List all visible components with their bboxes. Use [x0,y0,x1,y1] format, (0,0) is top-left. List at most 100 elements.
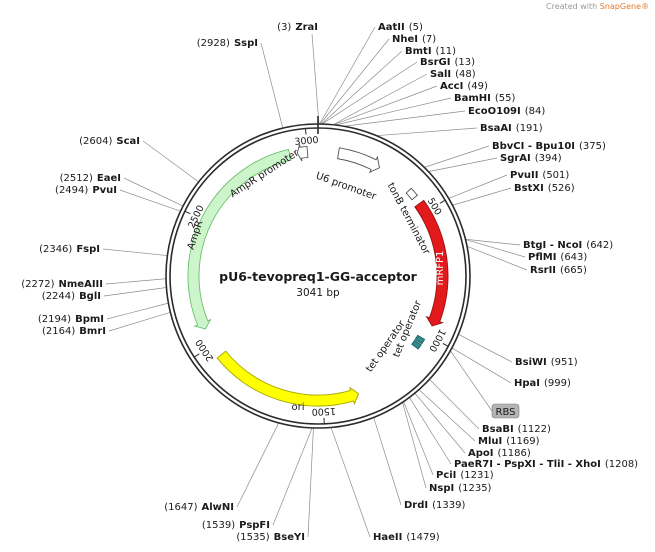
site-pos-bmti: (11) [436,46,457,57]
tet-operator-2-feature[interactable] [411,339,422,350]
site-name-pvui[interactable]: PvuI [92,185,117,196]
site-name-bsaai[interactable]: BsaAI [480,123,512,134]
site-pos-bsrgi: (13) [454,57,475,68]
site-leaders [102,26,528,538]
site-name-alwni[interactable]: AlwNI [202,502,235,513]
site-leader-bsaai [376,127,478,137]
site-name-bseyi[interactable]: BseYI [274,532,305,543]
site-leader-bamhi [335,97,452,126]
site-leader-hpai [451,347,512,384]
site-pos-bseyi: (1535) [236,532,269,543]
site-name-bstxi[interactable]: BstXI [514,183,544,194]
site-pos-btgi-ncoi: (642) [586,240,613,251]
rbs-badge[interactable] [491,403,520,419]
site-name-nhei[interactable]: NheI [392,34,418,45]
tonb-terminator-feature[interactable] [405,187,418,201]
site-leader-scai [142,140,199,183]
site-name-nspi[interactable]: NspI [429,483,454,494]
site-name-bsiwi[interactable]: BsiWI [515,357,547,368]
site-leader-pvui [119,189,181,212]
site-leader-bsiwi [458,334,513,363]
site-name-rsrii[interactable]: RsrII [530,265,556,276]
site-pos-bsaai: (191) [516,123,543,134]
site-name-bamhi[interactable]: BamHI [454,93,491,104]
site-leader-pspfi [272,427,313,526]
site-leader-drdi [373,417,402,506]
site-name-btgi-ncoi[interactable]: BtgI - NcoI [523,240,582,251]
site-leader-bsrgi [321,61,418,125]
ruler-tick-1000 [442,343,449,347]
site-name-nmeaiii[interactable]: NmeAIII [59,279,103,290]
ruler-tick-500 [439,199,446,204]
site-name-pspfi[interactable]: PspFI [239,520,270,531]
site-pos-mlui: (1169) [506,436,539,447]
site-leader-bstxi [452,187,512,206]
site-pos-paer7i-pspxi-tlii-xhoi: (1208) [605,459,638,470]
site-leader-zrai [311,33,320,125]
site-name-bpmi[interactable]: BpmI [75,314,104,325]
site-name-scai[interactable]: ScaI [116,136,140,147]
site-name-pcii[interactable]: PciI [436,470,456,481]
site-pos-pvuii: (501) [542,170,569,181]
site-labels: ZraI(3)AatII(5)NheI(7)BmtI(11)BsrGI(13)S… [21,22,638,543]
site-pos-eaei: (2512) [60,173,93,184]
site-pos-bmri: (2164) [42,326,75,337]
site-pos-pspfi: (1539) [202,520,235,531]
site-name-hpai[interactable]: HpaI [514,378,540,389]
site-name-zrai[interactable]: ZraI [295,22,318,33]
site-pos-fspi: (2346) [39,244,72,255]
mrfp1-feature[interactable] [414,199,449,327]
site-pos-aatii: (5) [409,22,423,33]
site-name-bbvci-bpu10i[interactable]: BbvCI - Bpu10I [492,141,575,152]
site-name-ecoo109i[interactable]: EcoO109I [468,106,521,117]
site-name-aatii[interactable]: AatII [378,22,405,33]
site-leader-pcii [403,401,434,476]
rbs-label: RBS [496,407,516,418]
mrfp1-label: mRFP1 [435,251,446,286]
site-name-acci[interactable]: AccI [440,81,463,92]
site-pos-scai: (2604) [79,136,112,147]
ruler-tick-label: 1500 [311,405,336,417]
site-pos-drdi: (1339) [432,500,465,511]
site-name-bmri[interactable]: BmrI [79,326,106,337]
site-leader-btgi-ncoi [465,238,521,246]
site-leader-bseyi [307,427,314,538]
u6-promoter-feature[interactable] [337,147,380,174]
site-name-apoi[interactable]: ApoI [468,448,494,459]
site-pos-bsiwi: (951) [551,357,578,368]
site-name-haeii[interactable]: HaeII [373,532,402,543]
site-name-pvuii[interactable]: PvuII [510,170,538,181]
site-leader-sali [332,73,428,126]
site-name-drdi[interactable]: DrdI [404,500,428,511]
ruler-tick-label: 1000 [426,327,447,354]
site-pos-bgli: (2244) [42,291,75,302]
site-name-bmti[interactable]: BmtI [405,46,432,57]
site-pos-rsrii: (665) [560,265,587,276]
feature-arrows [187,144,449,407]
site-name-fspi[interactable]: FspI [76,244,100,255]
site-pos-acci: (49) [467,81,488,92]
tet-operator-1-feature[interactable] [414,334,426,345]
u6-promoter-label: U6 promoter [314,171,378,203]
site-leader-pvuii [448,174,508,199]
site-name-bgli[interactable]: BglI [79,291,101,302]
site-name-sspi[interactable]: SspI [234,38,258,49]
site-name-sali[interactable]: SalI [430,69,451,80]
site-name-pflmi[interactable]: PflMI [528,252,556,263]
site-name-eaei[interactable]: EaeI [97,173,121,184]
site-pos-nmeaiii: (2272) [21,279,54,290]
site-leader-pflmi [465,239,526,258]
ori-feature[interactable] [216,350,360,407]
site-name-bsrgi[interactable]: BsrGI [420,57,450,68]
site-name-mlui[interactable]: MluI [478,436,502,447]
site-leader-bgli [103,287,167,297]
site-name-bsabi[interactable]: BsaBI [482,424,514,435]
ampr-feature[interactable] [187,148,292,330]
watermark: Created with SnapGene® [546,2,649,11]
site-name-sgrai[interactable]: SgrAI [500,153,531,164]
site-name-paer7i-pspxi-tlii-xhoi[interactable]: PaeR7I - PspXI - TliI - XhoI [454,459,601,470]
rbs-leader [450,350,493,412]
ampr-promoter-feature[interactable] [296,144,309,162]
site-leader-bpmi [106,302,169,320]
